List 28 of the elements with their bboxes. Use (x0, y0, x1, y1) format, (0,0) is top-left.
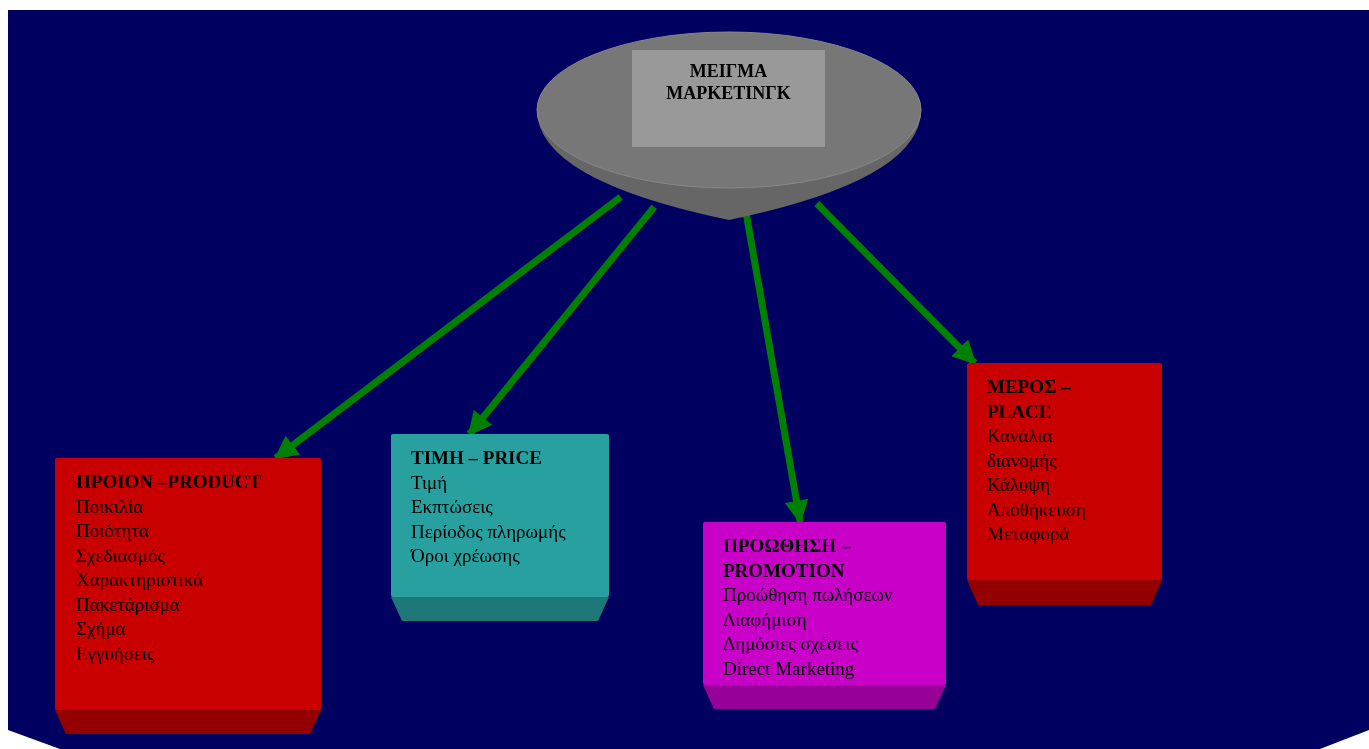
list-item: Ποιότητα (76, 519, 150, 543)
category-heading: ΜΕΡΟΣ – PLACE (987, 375, 1072, 424)
list-item: Εκπτώσεις (411, 495, 494, 519)
category-heading: ΤΙΜΗ – PRICE (411, 446, 543, 470)
arrow (466, 204, 657, 437)
list-item: Κανάλια διανομής (987, 424, 1058, 473)
list-item: Όροι χρέωσης (411, 544, 521, 568)
list-item: Εγγυήσεις (76, 641, 156, 666)
list-item: Δημόσιες σχέσεις (723, 632, 859, 656)
category-heading: ΠΡΟΩΘΗΣΗ – PROMOTION (723, 534, 852, 583)
list-item: Πακετάρισμα (76, 592, 181, 617)
list-item: Τιμή (411, 470, 449, 495)
arrow (273, 194, 623, 461)
list-item: Περίοδος πληρωμής (411, 519, 567, 544)
list-item: Διαφήμιση (723, 607, 808, 632)
list-item: Σχήμα (76, 617, 127, 641)
arrow (742, 213, 809, 525)
list-item: Ποικιλία (76, 494, 145, 519)
category-heading: ΠΡΟΙΟΝ –PRODUCT (76, 470, 263, 494)
arrow (814, 201, 978, 366)
list-item: Αποθήκευση (987, 497, 1087, 522)
list-item: Direct Marketing (723, 656, 856, 681)
list-item: Μεταφορά (987, 522, 1071, 546)
list-item: Κάλυψη (987, 473, 1052, 497)
list-item: Προώθηση πωλήσεων (723, 583, 894, 607)
list-item: Σχεδιασμός (76, 543, 166, 568)
list-item: Χαρακτηριστικά (76, 568, 205, 592)
title-label: ΜΕΙΓΜΑ ΜΑΡΚΕΤΙΝΓΚ (665, 60, 792, 104)
